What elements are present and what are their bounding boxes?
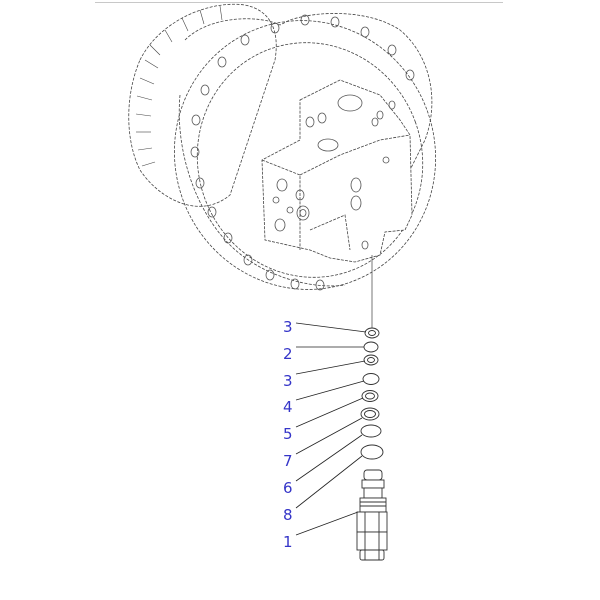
- callout-label-6: 6: [283, 479, 293, 497]
- seal-stack: [360, 327, 384, 460]
- callout-label-5: 5: [283, 425, 293, 443]
- callout-label-3-top: 3: [283, 318, 293, 336]
- flange-bolt-holes: [190, 14, 415, 291]
- motor-housing: [128, 3, 436, 290]
- valve-block-ports: [272, 94, 396, 250]
- top-border-line: [95, 2, 503, 3]
- o-ring-6: [360, 424, 382, 438]
- callout-label-2: 2: [283, 345, 293, 363]
- backup-ring-5: [361, 390, 379, 402]
- o-ring-small-second: [363, 354, 379, 366]
- callout-leaders: [295, 322, 367, 536]
- callout-label-1: 1: [283, 533, 293, 551]
- o-ring-plain: [363, 341, 379, 353]
- callout-label-4: 4: [283, 398, 293, 416]
- backup-ring-7: [360, 407, 380, 421]
- callout-label-7: 7: [283, 452, 293, 470]
- callout-label-3-second: 3: [283, 372, 293, 390]
- o-ring-8: [360, 444, 384, 460]
- callout-label-8: 8: [283, 506, 293, 524]
- relief-valve-cartridge: [356, 469, 388, 561]
- o-ring-4: [362, 373, 380, 385]
- valve-block: [261, 79, 413, 263]
- o-ring-small-top: [364, 327, 380, 339]
